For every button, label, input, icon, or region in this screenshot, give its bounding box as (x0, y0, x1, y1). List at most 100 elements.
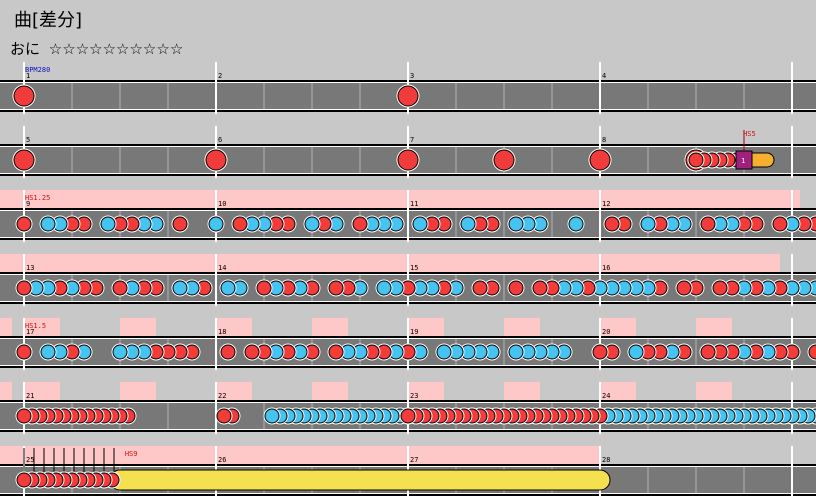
don-note (16, 408, 32, 424)
measure-number: 24 (602, 392, 610, 400)
big-don-note (397, 85, 419, 107)
annotation: HS1.25 (25, 194, 50, 202)
don-note (508, 280, 524, 296)
don-note (256, 280, 272, 296)
ka-note (628, 344, 644, 360)
ka-note (640, 216, 656, 232)
measure-number: 16 (602, 264, 610, 272)
don-note (688, 152, 704, 168)
ka-note (508, 216, 524, 232)
ka-note (220, 280, 236, 296)
measure-number: 5 (26, 136, 30, 144)
hs-band-segment (696, 382, 732, 400)
don-note (772, 216, 788, 232)
hs-band-segment (0, 318, 12, 336)
don-note (592, 344, 608, 360)
don-note (328, 280, 344, 296)
measure-number: 23 (410, 392, 418, 400)
don-note (216, 408, 232, 424)
measure-number: 10 (218, 200, 226, 208)
hs-band-segment (216, 318, 252, 336)
don-note (16, 472, 32, 488)
ka-note (100, 216, 116, 232)
don-note (700, 344, 716, 360)
measure-number: 27 (410, 456, 418, 464)
hs-band-segment (0, 382, 12, 400)
measure-number: 14 (218, 264, 226, 272)
measure-number: 1 (26, 72, 30, 80)
balloon-count: 1 (741, 157, 745, 165)
hs-band (0, 446, 600, 464)
hs-band-segment (408, 318, 444, 336)
don-note (472, 280, 488, 296)
ka-note (436, 344, 452, 360)
big-don-note (397, 149, 419, 171)
hs-band-segment (504, 318, 540, 336)
don-note (712, 280, 728, 296)
hs-band-segment (24, 318, 60, 336)
measure-number: 22 (218, 392, 226, 400)
hs-band (0, 254, 780, 272)
annotation: HS9 (125, 450, 138, 458)
don-note (328, 344, 344, 360)
don-note (532, 280, 548, 296)
big-don-note (13, 149, 35, 171)
measure-number: 17 (26, 328, 34, 336)
hs-band-segment (312, 382, 348, 400)
measure-number: 19 (410, 328, 418, 336)
don-note (676, 280, 692, 296)
measure-number: 20 (602, 328, 610, 336)
ka-note (412, 216, 428, 232)
hs-band (0, 190, 800, 208)
don-note (220, 344, 236, 360)
hs-band-segment (600, 318, 636, 336)
hs-band-segment (504, 382, 540, 400)
big-don-note (205, 149, 227, 171)
don-note (172, 216, 188, 232)
measure-number: 25 (26, 456, 34, 464)
hs-band-segment (216, 382, 252, 400)
measure-number: 18 (218, 328, 226, 336)
measure-number: 2 (218, 72, 222, 80)
drumroll-body (109, 469, 611, 491)
big-don-note (13, 85, 35, 107)
hs-band-segment (600, 382, 636, 400)
difficulty-label: おに (10, 40, 41, 58)
hs-band-segment (696, 318, 732, 336)
annotation: HS5 (743, 130, 756, 138)
measure-number: 7 (410, 136, 414, 144)
hs-band-segment (312, 318, 348, 336)
difficulty-stars: ☆☆☆☆☆☆☆☆☆☆ (48, 40, 184, 58)
measure-number: 9 (26, 200, 30, 208)
ka-note (112, 344, 128, 360)
don-note (244, 344, 260, 360)
measure-number: 8 (602, 136, 606, 144)
ka-note (264, 408, 280, 424)
don-note (808, 344, 816, 360)
measure-number: 13 (26, 264, 34, 272)
big-don-note (493, 149, 515, 171)
don-note (16, 216, 32, 232)
measure-number: 3 (410, 72, 414, 80)
don-note (700, 216, 716, 232)
measure-number: 15 (410, 264, 418, 272)
don-note (604, 216, 620, 232)
don-note (400, 408, 416, 424)
measure-number: 11 (410, 200, 418, 208)
difficulty-line: おに ☆☆☆☆☆☆☆☆☆☆ (10, 38, 183, 59)
annotation: HS1.5 (25, 322, 46, 330)
ka-note (40, 344, 56, 360)
song-title: 曲[差分] (14, 10, 83, 31)
ka-note (568, 216, 584, 232)
measure-number: 28 (602, 456, 610, 464)
hs-band-segment (120, 382, 156, 400)
hs-band-segment (120, 318, 156, 336)
don-note (232, 216, 248, 232)
measure-number: 12 (602, 200, 610, 208)
don-note (16, 280, 32, 296)
ka-note (376, 280, 392, 296)
measure-number: 4 (602, 72, 606, 80)
ka-note (172, 280, 188, 296)
don-note (352, 216, 368, 232)
